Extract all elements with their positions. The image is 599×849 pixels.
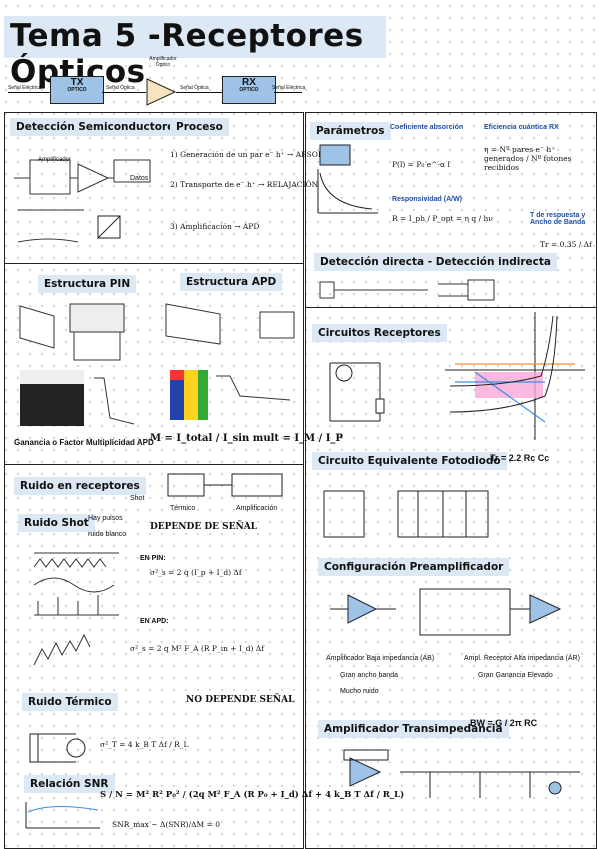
transimpedance-circuit: [343, 749, 580, 798]
absorption-plot: [317, 144, 378, 214]
amplificador-label: Amplificador: [38, 157, 72, 163]
gran-ancho-label: Gran ancho banda: [340, 672, 398, 679]
header-circ-equiv: Circuito Equivalente Fotodiodo: [312, 452, 507, 470]
preamp-circuit: [330, 588, 562, 636]
amplificacion-label: Amplificación: [236, 505, 278, 512]
iv-curve-plot: [445, 312, 585, 440]
hay-pulsos-label: Hay pulsos: [88, 515, 123, 522]
thermal-circuit: [29, 733, 86, 763]
chain-wire: [8, 92, 50, 93]
mucho-ruido-label: Mucho ruido: [340, 688, 379, 695]
header-circuitos: Circuitos Receptores: [312, 324, 447, 342]
no-depende-label: NO DEPENDE SEÑAL: [186, 695, 295, 705]
gran-gan-label: Gran Ganancia Elevado: [478, 672, 553, 679]
chain-wire: [274, 92, 302, 93]
eq-pin-shot: σ²_s = 2 q (I_p + I_d) Δf: [150, 568, 242, 577]
t-resp-label: T de respuesta y Ancho de Banda: [530, 212, 586, 226]
proceso-step-3: 3) Amplificación → APD: [170, 222, 260, 231]
header-ruido: Ruido en receptores: [14, 477, 146, 495]
header-parametros: Parámetros: [310, 122, 391, 140]
receptor-circuit: [329, 362, 385, 422]
header-snr: Relación SNR: [24, 775, 115, 793]
optical-amp-triangle: [146, 78, 177, 106]
chain-out-label: Señal Eléctrica: [272, 85, 306, 91]
eq-snr: S / N = M² R² P₀² / (2q M² F_A (R P₀ + I…: [100, 790, 405, 800]
eq-snr-lim: SNR_max ~ Δ(SNR)/ΔM = 0: [112, 820, 221, 829]
proceso-step-1: 1) Generación de un par e⁻ h⁺ → ABSORCIÓ…: [170, 150, 345, 159]
eq-termico: σ²_T = 4 k_B T Δf / R_L: [100, 740, 189, 749]
page-title: Tema 5 -Receptores Ópticos: [4, 16, 386, 90]
deteccion-diagram: [319, 279, 495, 301]
header-det-semi: Detección Semiconductores: [10, 118, 187, 136]
ruido-blanco-label: ruido blanco: [88, 531, 127, 538]
header-det-directa: Detección directa - Detección indirecta: [314, 253, 557, 271]
pin-structure-diagram: [19, 303, 135, 426]
tr-equiv-label: Tr = 2.2 Rc Cc: [490, 453, 550, 463]
depende-label: DEPENDE DE SEÑAL: [150, 522, 258, 532]
amp-label: Amplificador Óptico: [149, 56, 177, 68]
eficiencia-label: Eficiencia cuántica RX: [484, 124, 559, 131]
chain-mid2-label: Señal Óptica: [180, 85, 209, 91]
header-proceso: Proceso: [170, 118, 229, 136]
header-ruido-shot: Ruido Shot: [18, 514, 95, 532]
eq-gain: M = I_total / I_sin mult = I_M / I_P: [150, 433, 343, 444]
chain-mid1-label: Señal Óptica: [106, 85, 135, 91]
baja-imp-label: Amplificador Baja impedancia (AB): [326, 655, 435, 662]
header-apd: Estructura APD: [180, 273, 283, 291]
eq-apd-shot: σ²_s = 2 q M² F_A (R P_in + I_d) Δf: [130, 644, 264, 653]
apd-structure-diagram: [165, 303, 295, 420]
header-transimp: Amplificador Transimpedancia: [318, 720, 509, 738]
proceso-step-2: 2) Transporte de e⁻ h⁺ → RELAJACIÓN: [170, 180, 319, 189]
ganancia-label: Ganancia o Factor Multiplicidad APD: [14, 438, 154, 447]
en-apd-label: EN APD:: [140, 618, 169, 625]
noise-blocks: [167, 473, 283, 497]
coef-abs-label: Coeficiente absorción: [390, 124, 464, 131]
header-pin: Estructura PIN: [38, 275, 137, 293]
chain-wire: [176, 92, 222, 93]
eq-tr: Tr = 0.35 / Δf: [540, 240, 592, 249]
eq-eta: η = Nº pares e⁻ h⁺ generados / Nº fotone…: [484, 145, 572, 172]
bw-label: BW = G / 2π RC: [470, 718, 538, 728]
eq-resp: R = I_ph / P_opt = η q / hν: [392, 214, 493, 223]
photodiode-equivalent-circuit: [323, 490, 489, 538]
shot-label: Shot: [130, 495, 145, 502]
chain-in-label: Señal Eléctrica: [8, 85, 42, 91]
en-pin-label: EN PIN:: [140, 555, 166, 562]
responsividad-label: Responsividad (A/W): [392, 196, 463, 203]
header-ruido-termico: Ruido Térmico: [22, 693, 118, 711]
alta-imp-label: Ampl. Receptor Alta impedancia (AR): [464, 655, 580, 662]
datos-label: Datos: [130, 175, 149, 182]
snr-plot: [25, 802, 100, 829]
termico-label: Térmico: [170, 505, 196, 512]
detector-schematic: [14, 159, 151, 243]
shot-waveforms: [33, 552, 119, 666]
header-preamp: Configuración Preamplificador: [318, 558, 510, 576]
eq-pl: P(l) = P₀ e^-α l: [392, 160, 450, 169]
chain-wire: [102, 92, 146, 93]
